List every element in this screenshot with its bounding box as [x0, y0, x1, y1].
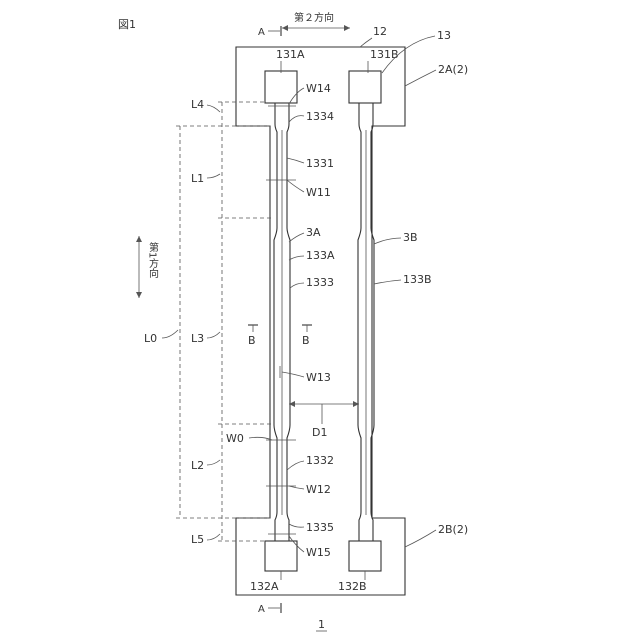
pad-132B: [349, 541, 381, 571]
label-133A: 133A: [306, 249, 335, 262]
dim-L4: L4: [191, 98, 204, 111]
figure-label: 図1: [118, 18, 136, 31]
section-a-bottom-marker: A: [258, 603, 281, 615]
pad-131A: [265, 71, 297, 103]
section-b-right-label: B: [302, 334, 310, 347]
label-12: 12: [373, 25, 387, 38]
direction2-indicator: 第２方向: [282, 11, 350, 31]
direction2-label: 第２方向: [294, 11, 334, 24]
label-132A: 132A: [250, 580, 279, 593]
label-W0: W0: [226, 432, 244, 445]
conductor-3A-right-edge: [287, 103, 290, 541]
section-b-markers: [248, 325, 312, 332]
label-W14: W14: [306, 82, 331, 95]
section-a-bottom-label: A: [258, 604, 265, 615]
dim-L5: L5: [191, 533, 204, 546]
dim-D1-line: [289, 401, 359, 424]
figure-number: 1: [318, 618, 325, 631]
section-b-left-label: B: [248, 334, 256, 347]
dimension-chain-left: [176, 102, 274, 541]
section-a-top-marker: A: [258, 26, 281, 38]
label-2B: 2B(2): [438, 523, 468, 536]
label-1331: 1331: [306, 157, 334, 170]
conductor-3B-left-edge: [358, 103, 361, 541]
pad-131B: [349, 71, 381, 103]
pad-132A: [265, 541, 297, 571]
substrate-outline: [236, 47, 405, 595]
label-1334: 1334: [306, 110, 334, 123]
label-131B: 131B: [370, 48, 399, 61]
label-1332: 1332: [306, 454, 334, 467]
dim-D1: D1: [312, 426, 327, 439]
label-132B: 132B: [338, 580, 367, 593]
label-1333: 1333: [306, 276, 334, 289]
conductor-3A-left-edge: [274, 103, 277, 541]
label-2A: 2A(2): [438, 63, 468, 76]
label-W12: W12: [306, 483, 331, 496]
label-W15: W15: [306, 546, 331, 559]
section-a-top-label: A: [258, 27, 265, 38]
label-13: 13: [437, 29, 451, 42]
label-1335: 1335: [306, 521, 334, 534]
dim-L2: L2: [191, 459, 204, 472]
label-3A: 3A: [306, 226, 321, 239]
label-W11: W11: [306, 186, 331, 199]
dim-L3: L3: [191, 332, 204, 345]
label-W13: W13: [306, 371, 331, 384]
direction1-label: 第1方向: [147, 241, 159, 279]
dim-L1: L1: [191, 172, 204, 185]
direction1-indicator: 第1方向: [136, 236, 159, 298]
label-3B: 3B: [403, 231, 418, 244]
label-133B: 133B: [403, 273, 432, 286]
dim-L0: L0: [144, 332, 157, 345]
label-131A: 131A: [276, 48, 305, 61]
